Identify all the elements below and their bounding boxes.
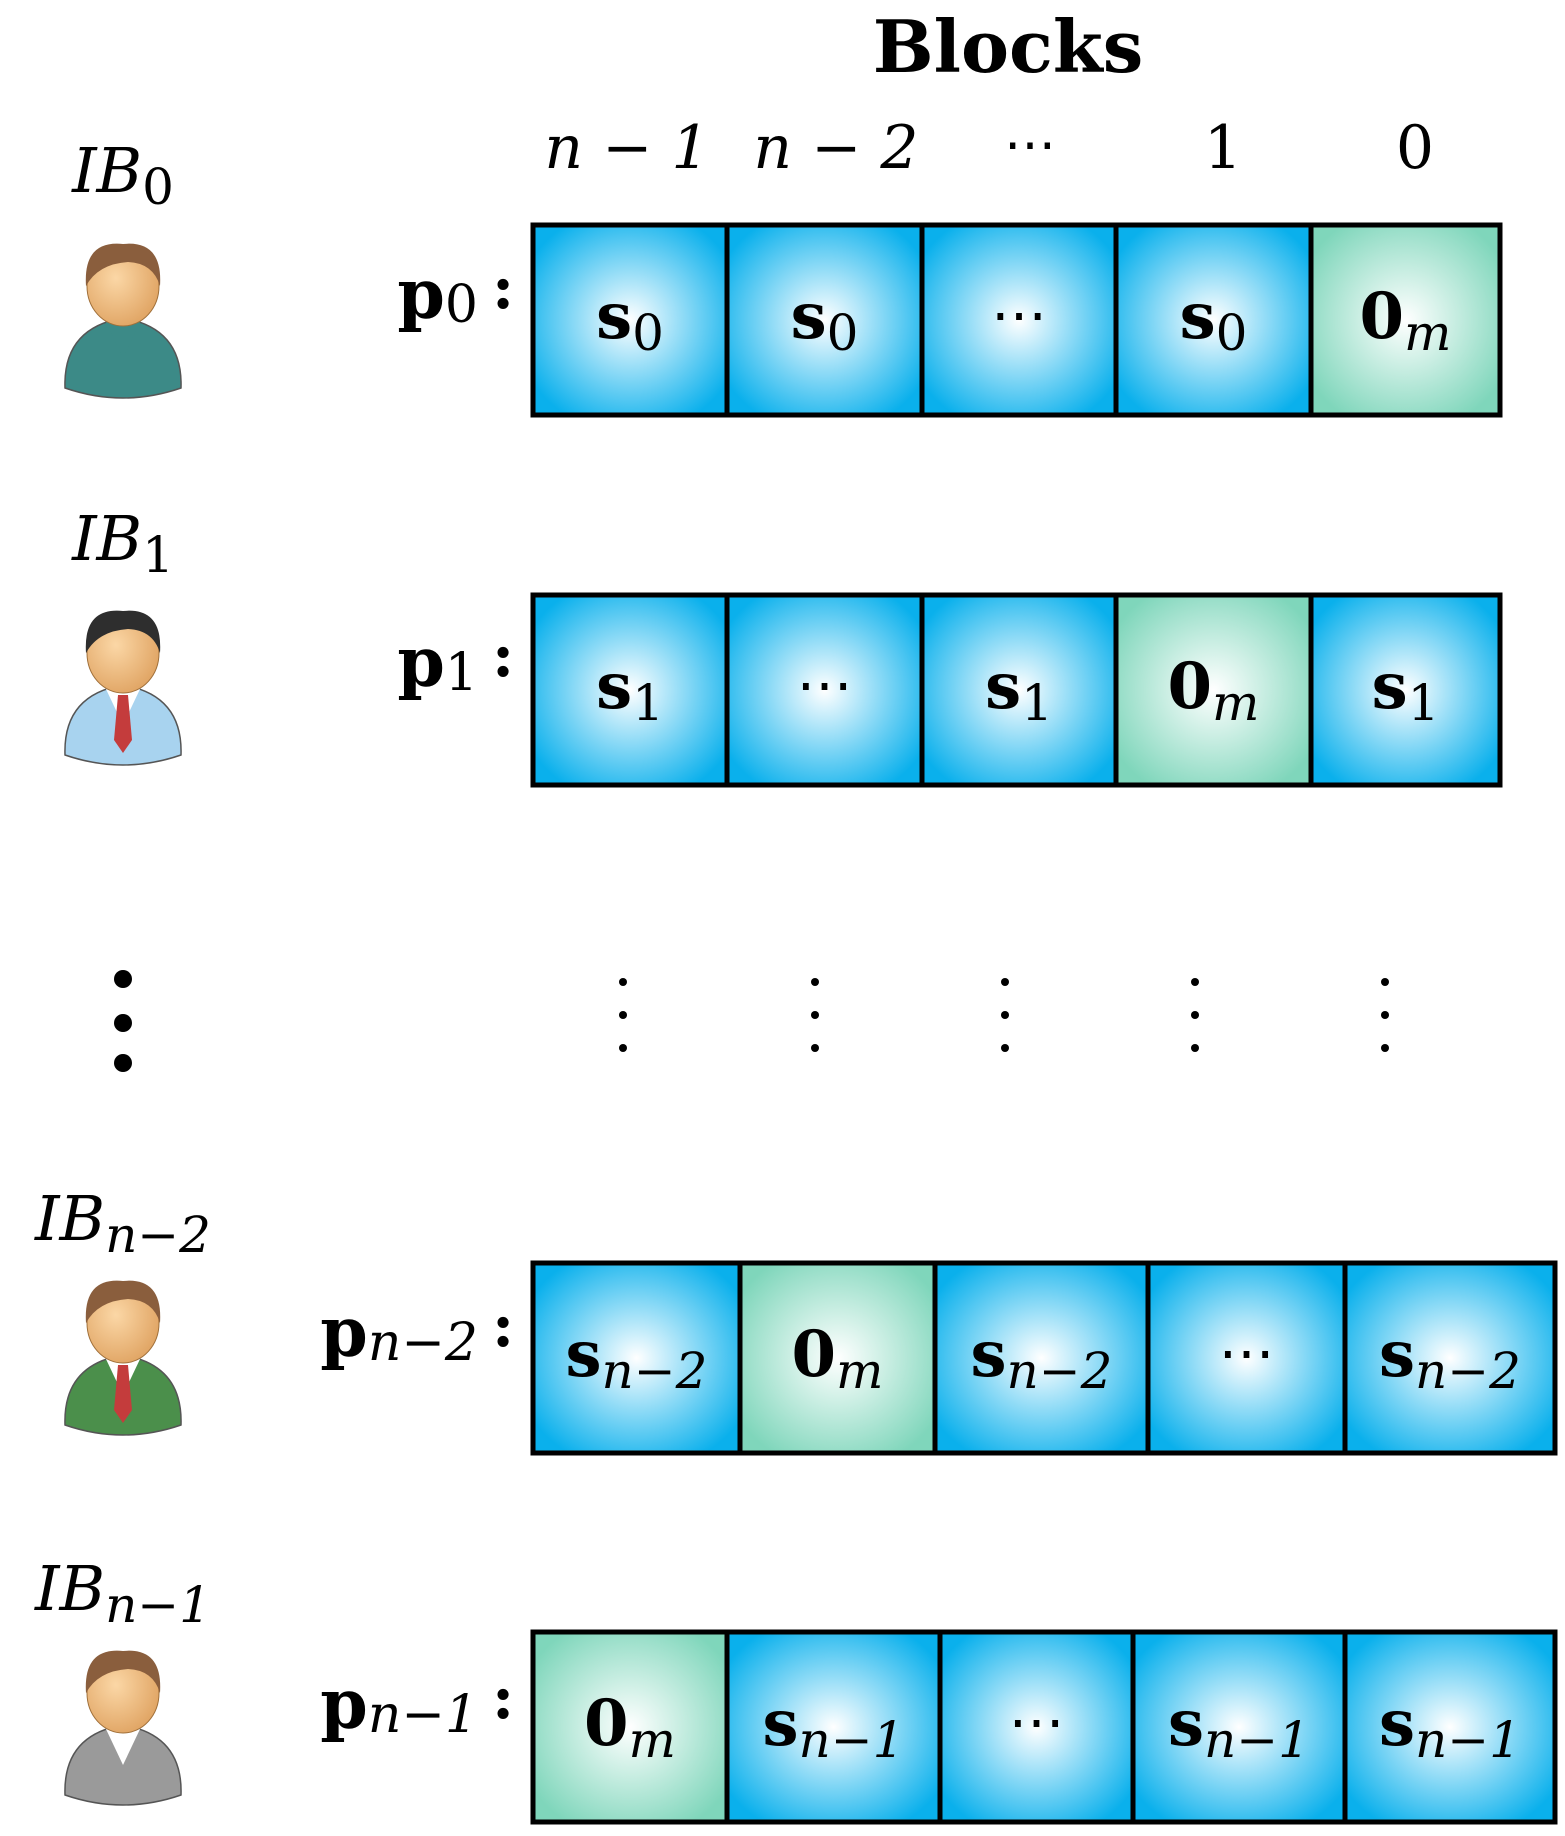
secret-block: s1 <box>919 592 1119 788</box>
secret-block: ⋯ <box>724 592 925 788</box>
column-ellipsis <box>619 978 1389 1052</box>
secret-block: sn−1 <box>1342 1629 1558 1825</box>
block-label: sn−2 <box>971 1317 1113 1400</box>
person-blue-shirt-tie-icon <box>64 610 182 766</box>
row-1: IB1 p1: s1 ⋯ s1 0m s1 <box>64 502 1503 788</box>
zero-block: 0m <box>1308 222 1503 418</box>
vector-colon: : <box>492 621 514 691</box>
column-header: 0 <box>1396 113 1434 183</box>
block-label: 0m <box>584 1686 676 1769</box>
user-label: IBn−1 <box>34 1552 211 1634</box>
secret-block: ⋯ <box>919 222 1119 418</box>
secret-block: s1 <box>530 592 730 788</box>
secret-block: s1 <box>1308 592 1503 788</box>
block-label: sn−1 <box>763 1686 905 1769</box>
secret-block: s0 <box>530 222 730 418</box>
column-header: n − 1 <box>544 113 709 183</box>
vector-label: p0 <box>397 255 478 335</box>
block-label: s1 <box>985 649 1053 732</box>
vector-colon: : <box>492 1291 514 1361</box>
block-label: 0m <box>792 1317 884 1400</box>
diagram-title: Blocks <box>873 4 1144 89</box>
block-label: s0 <box>791 279 859 362</box>
zero-block: 0m <box>1113 592 1314 788</box>
vector-label: pn−2 <box>320 1293 478 1373</box>
secret-block: s0 <box>724 222 925 418</box>
secret-block: ⋯ <box>1145 1260 1348 1456</box>
user-label: IBn−2 <box>34 1182 211 1264</box>
column-header: n − 2 <box>753 113 918 183</box>
user-label: IB1 <box>71 502 174 584</box>
user-label: IB0 <box>71 134 174 216</box>
secret-block: sn−1 <box>724 1629 943 1825</box>
block-label: s0 <box>1180 279 1248 362</box>
vector-colon: : <box>492 253 514 323</box>
row-0: IB0 p0: s0 s0 ⋯ s0 0m <box>64 134 1503 418</box>
vector-colon: : <box>492 1663 514 1733</box>
zero-block: 0m <box>737 1260 938 1456</box>
person-gray-suit-icon <box>64 1650 182 1806</box>
secret-block: s0 <box>1113 222 1314 418</box>
block-ellipsis: ⋯ <box>1219 1321 1275 1386</box>
column-headers: n − 1 n − 2 ⋯ 1 0 <box>544 113 1434 183</box>
block-ellipsis: ⋯ <box>991 283 1047 348</box>
block-label: 0m <box>1360 279 1452 362</box>
block-ellipsis: ⋯ <box>797 653 853 718</box>
block-label: s1 <box>596 649 664 732</box>
block-label: sn−2 <box>566 1317 708 1400</box>
block-label: s0 <box>596 279 664 362</box>
secret-block: ⋯ <box>937 1629 1136 1825</box>
vector-label: p1 <box>397 623 478 703</box>
person-green-suit-icon <box>64 1280 182 1436</box>
column-header: ⋯ <box>1004 115 1056 175</box>
row-2: IBn−2 pn−2: sn−2 0m sn−2 ⋯ sn−2 <box>34 1182 1558 1456</box>
row-3: IBn−1 pn−1:0m sn−1 ⋯ sn−1 sn−1 <box>34 1552 1558 1825</box>
secret-block: sn−2 <box>1342 1260 1558 1456</box>
vector-label: pn−1 <box>320 1665 478 1745</box>
person-teal-shirt-icon <box>64 243 182 399</box>
block-label: sn−2 <box>1379 1317 1521 1400</box>
block-label: s1 <box>1372 649 1440 732</box>
secret-block: sn−2 <box>932 1260 1151 1456</box>
zero-block: 0m <box>530 1629 730 1825</box>
user-ellipsis <box>114 970 132 1072</box>
secret-block: sn−1 <box>1130 1629 1348 1825</box>
block-label: 0m <box>1168 649 1260 732</box>
column-header: 1 <box>1204 113 1242 183</box>
block-label: sn−1 <box>1379 1686 1521 1769</box>
block-ellipsis: ⋯ <box>1009 1690 1065 1755</box>
secret-block: sn−2 <box>530 1260 743 1456</box>
block-label: sn−1 <box>1168 1686 1310 1769</box>
